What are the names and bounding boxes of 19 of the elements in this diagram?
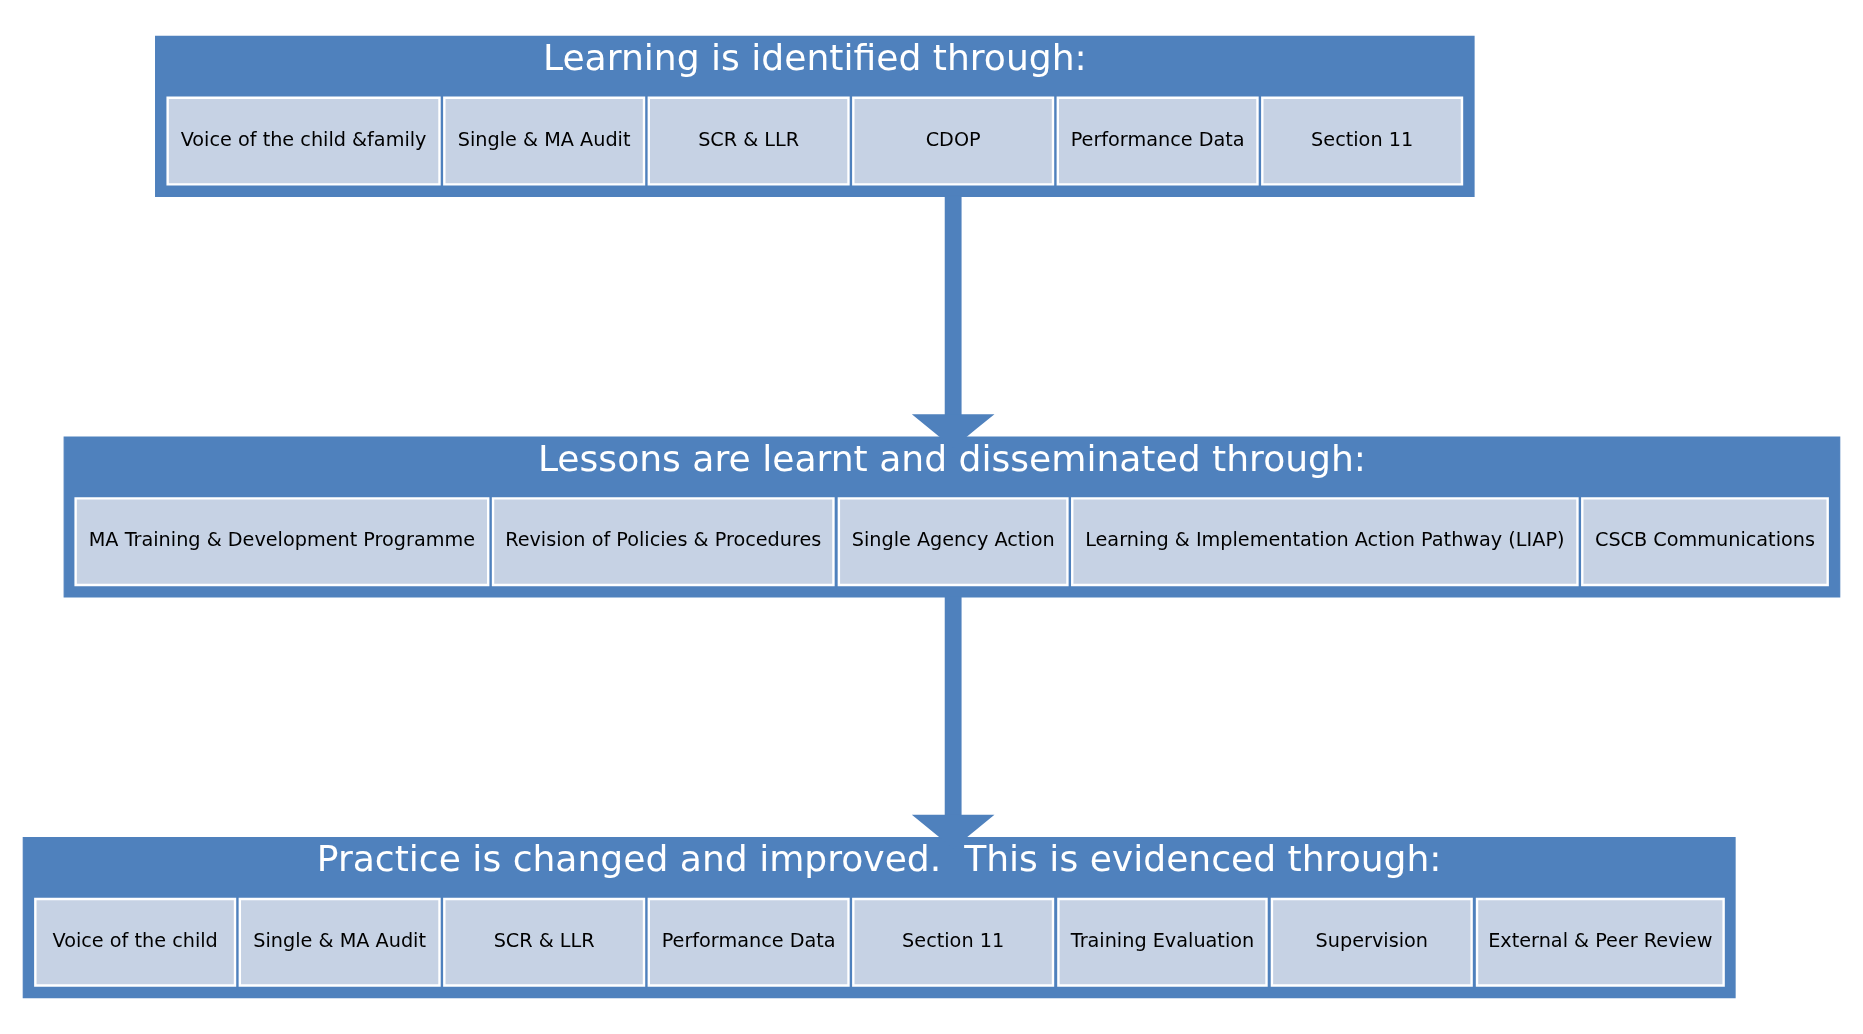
node-box: External & Peer Review — [1475, 897, 1725, 987]
node-box: CSCB Communications — [1581, 497, 1829, 587]
node-box: Learning & Implementation Action Pathway (LIAP) — [1071, 497, 1579, 587]
node-box: Single & MA Audit — [443, 96, 646, 186]
node-box: MA Training & Development Programme — [74, 497, 490, 587]
node-box: Training Evaluation — [1057, 897, 1268, 987]
node-box: Voice of the child — [34, 897, 237, 987]
node-box: Section 11 — [1261, 96, 1464, 186]
node-box: Single & MA Audit — [238, 897, 441, 987]
node-box: Revision of Policies & Procedures — [491, 497, 835, 587]
node-box: CDOP — [852, 96, 1055, 186]
node-box: SCR & LLR — [443, 897, 646, 987]
node-box: Single Agency Action — [837, 497, 1069, 587]
node-box: Section 11 — [852, 897, 1055, 987]
node-box: Voice of the child &family — [166, 96, 441, 186]
node-box: Performance Data — [1056, 96, 1259, 186]
node-box: Supervision — [1270, 897, 1473, 987]
node-box: Performance Data — [647, 897, 850, 987]
node-box: SCR & LLR — [647, 96, 850, 186]
